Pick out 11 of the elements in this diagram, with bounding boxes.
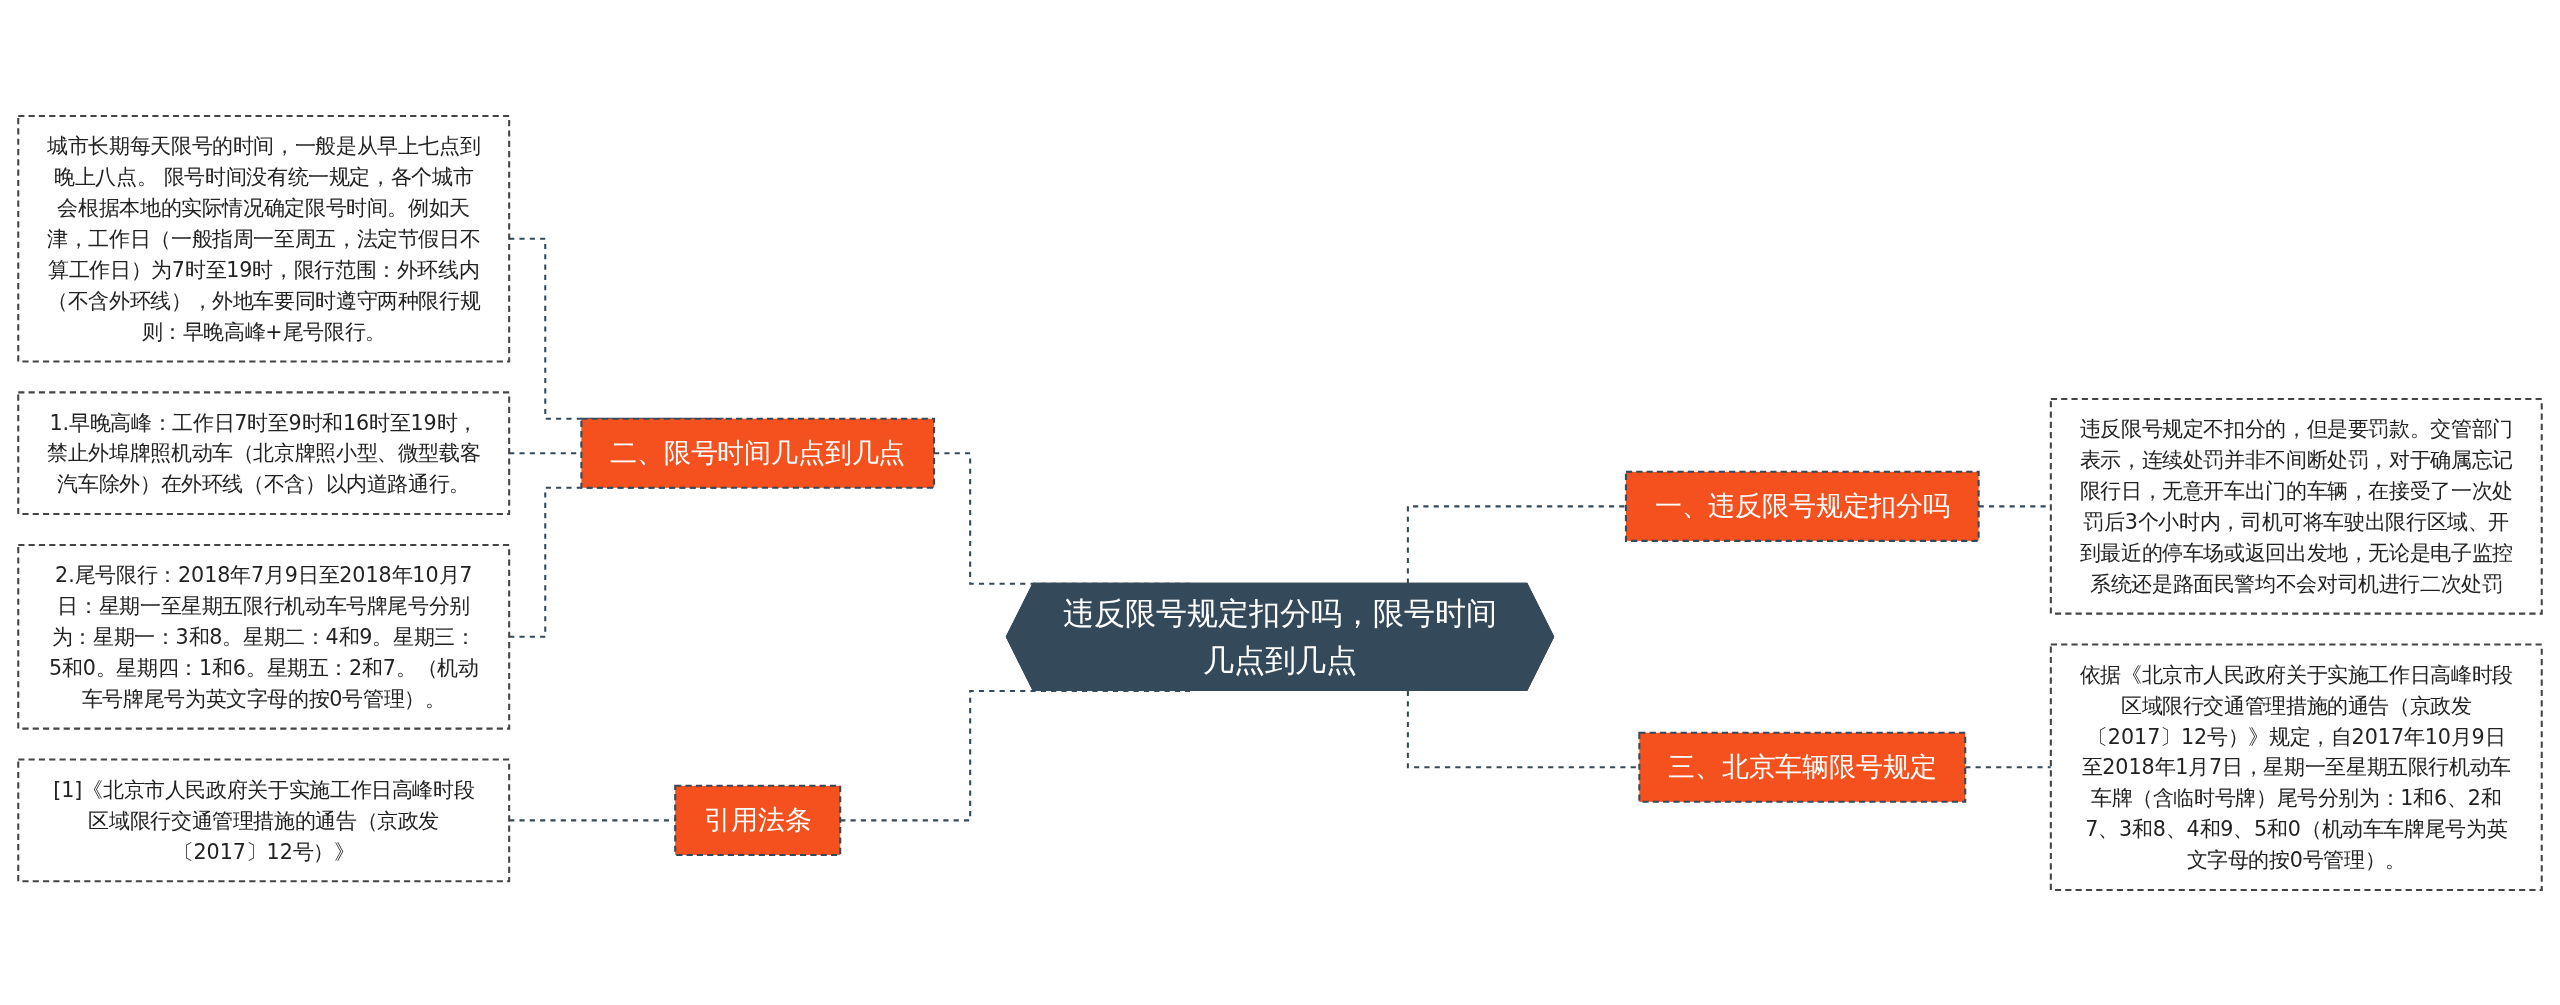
- node-box: 城市长期每天限号的时间，一般是从早上七点到晚上八点。 限号时间没有统一规定，各个城市会根据本地的实际情况确定限号时间。例如天津，工作日（一般指周一至周五，法定节假日不算工作日）为7时至19时，限行范围：外环线内（不含外环线），外地车要同时遵守两种限行规则：早晚高峰+尾号限行。: [17, 114, 511, 362]
- node-box: 违反限号规定不扣分的，但是要罚款。交管部门表示，连续处罚并非不间断处罚，对于确属忘记限行日，无意开车出门的车辆，在接受了一次处罚后3个小时内，司机可将车驶出限行区域、开到最近的停车场或返回出发地，无论是电子监控系统还是路面民警均不会对司机进行二次处罚: [2049, 397, 2543, 615]
- node-box: [1]《北京市人民政府关于实施工作日高峰时段区域限行交通管理措施的通告（京政发〔2017〕12号）》: [17, 758, 511, 882]
- node-box: 三、北京车辆限号规定: [1638, 731, 1967, 803]
- node-box: 依据《北京市人民政府关于实施工作日高峰时段区域限行交通管理措施的通告（京政发〔2017〕12号）》规定，自2017年10月9日至2018年1月7日，星期一至星期五限行机动车车牌（含临时号牌）尾号分别为：1和6、2和7、3和8、4和9、5和0（机动车车牌尾号为英文字母的按0号管理）。: [2049, 643, 2543, 891]
- node-box: 一、违反限号规定扣分吗: [1624, 470, 1980, 542]
- connector: [1406, 504, 1626, 584]
- node-box: 引用法条: [674, 784, 842, 856]
- node-box: 2.尾号限行：2018年7月9日至2018年10月7日：星期一至星期五限行机动车号牌尾号分别为：星期一：3和8。星期二：4和9。星期三：5和0。星期四：1和6。星期五：2和7。（机动车号牌尾号为英文字母的按0号管理）。: [17, 543, 511, 730]
- node-box: 二、限号时间几点到几点: [580, 417, 936, 489]
- node-box: 1.早晚高峰：工作日7时至9时和16时至19时，禁止外埠牌照机动车（北京牌照小型、微型载客汽车除外）在外环线（不含）以内道路通行。: [17, 390, 511, 515]
